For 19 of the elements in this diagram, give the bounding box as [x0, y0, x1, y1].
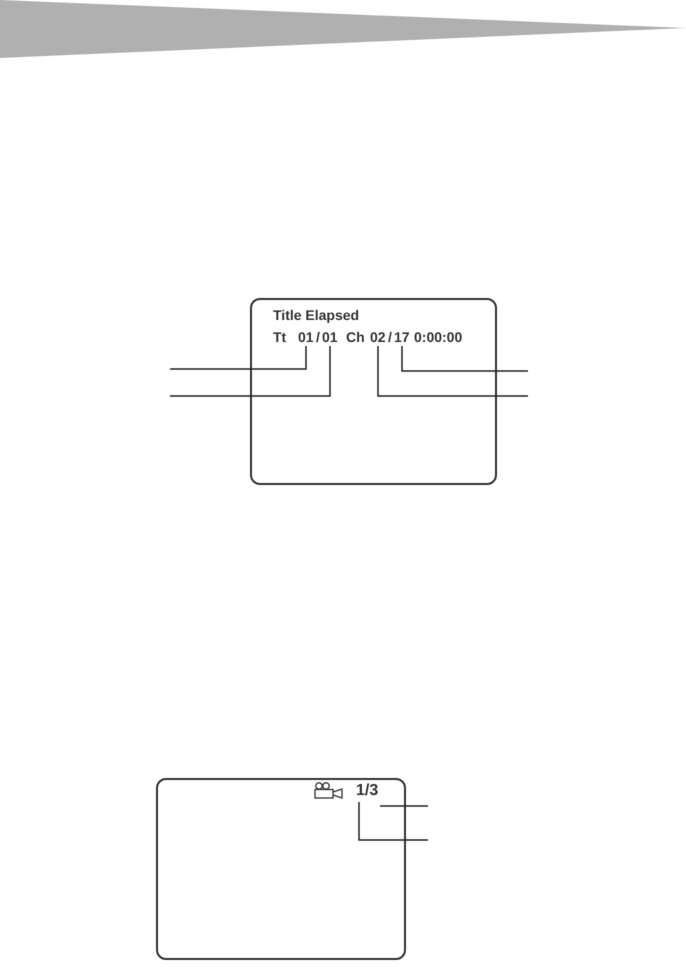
screen-frame: [156, 778, 406, 960]
screen-text: 01: [298, 329, 314, 345]
leader-line: [380, 805, 428, 807]
leader-line: [170, 346, 307, 370]
screen-text: 1/3: [356, 782, 378, 800]
screen-text: 02: [370, 329, 386, 345]
screen-text: /: [316, 329, 320, 345]
leader-line: [401, 346, 528, 372]
screen-text: 0:00:00: [414, 329, 462, 345]
leader-line: [170, 346, 331, 397]
screen-heading: Title Elapsed: [273, 307, 360, 323]
screen-frame: [250, 298, 497, 485]
leader-line: [358, 802, 428, 841]
screen-text: /: [388, 329, 392, 345]
screen-text: 01: [322, 329, 338, 345]
screen-text: Ch: [346, 329, 365, 345]
leader-line: [377, 346, 528, 397]
screen-text: Tt: [273, 329, 286, 345]
screen-text: 17: [394, 329, 410, 345]
